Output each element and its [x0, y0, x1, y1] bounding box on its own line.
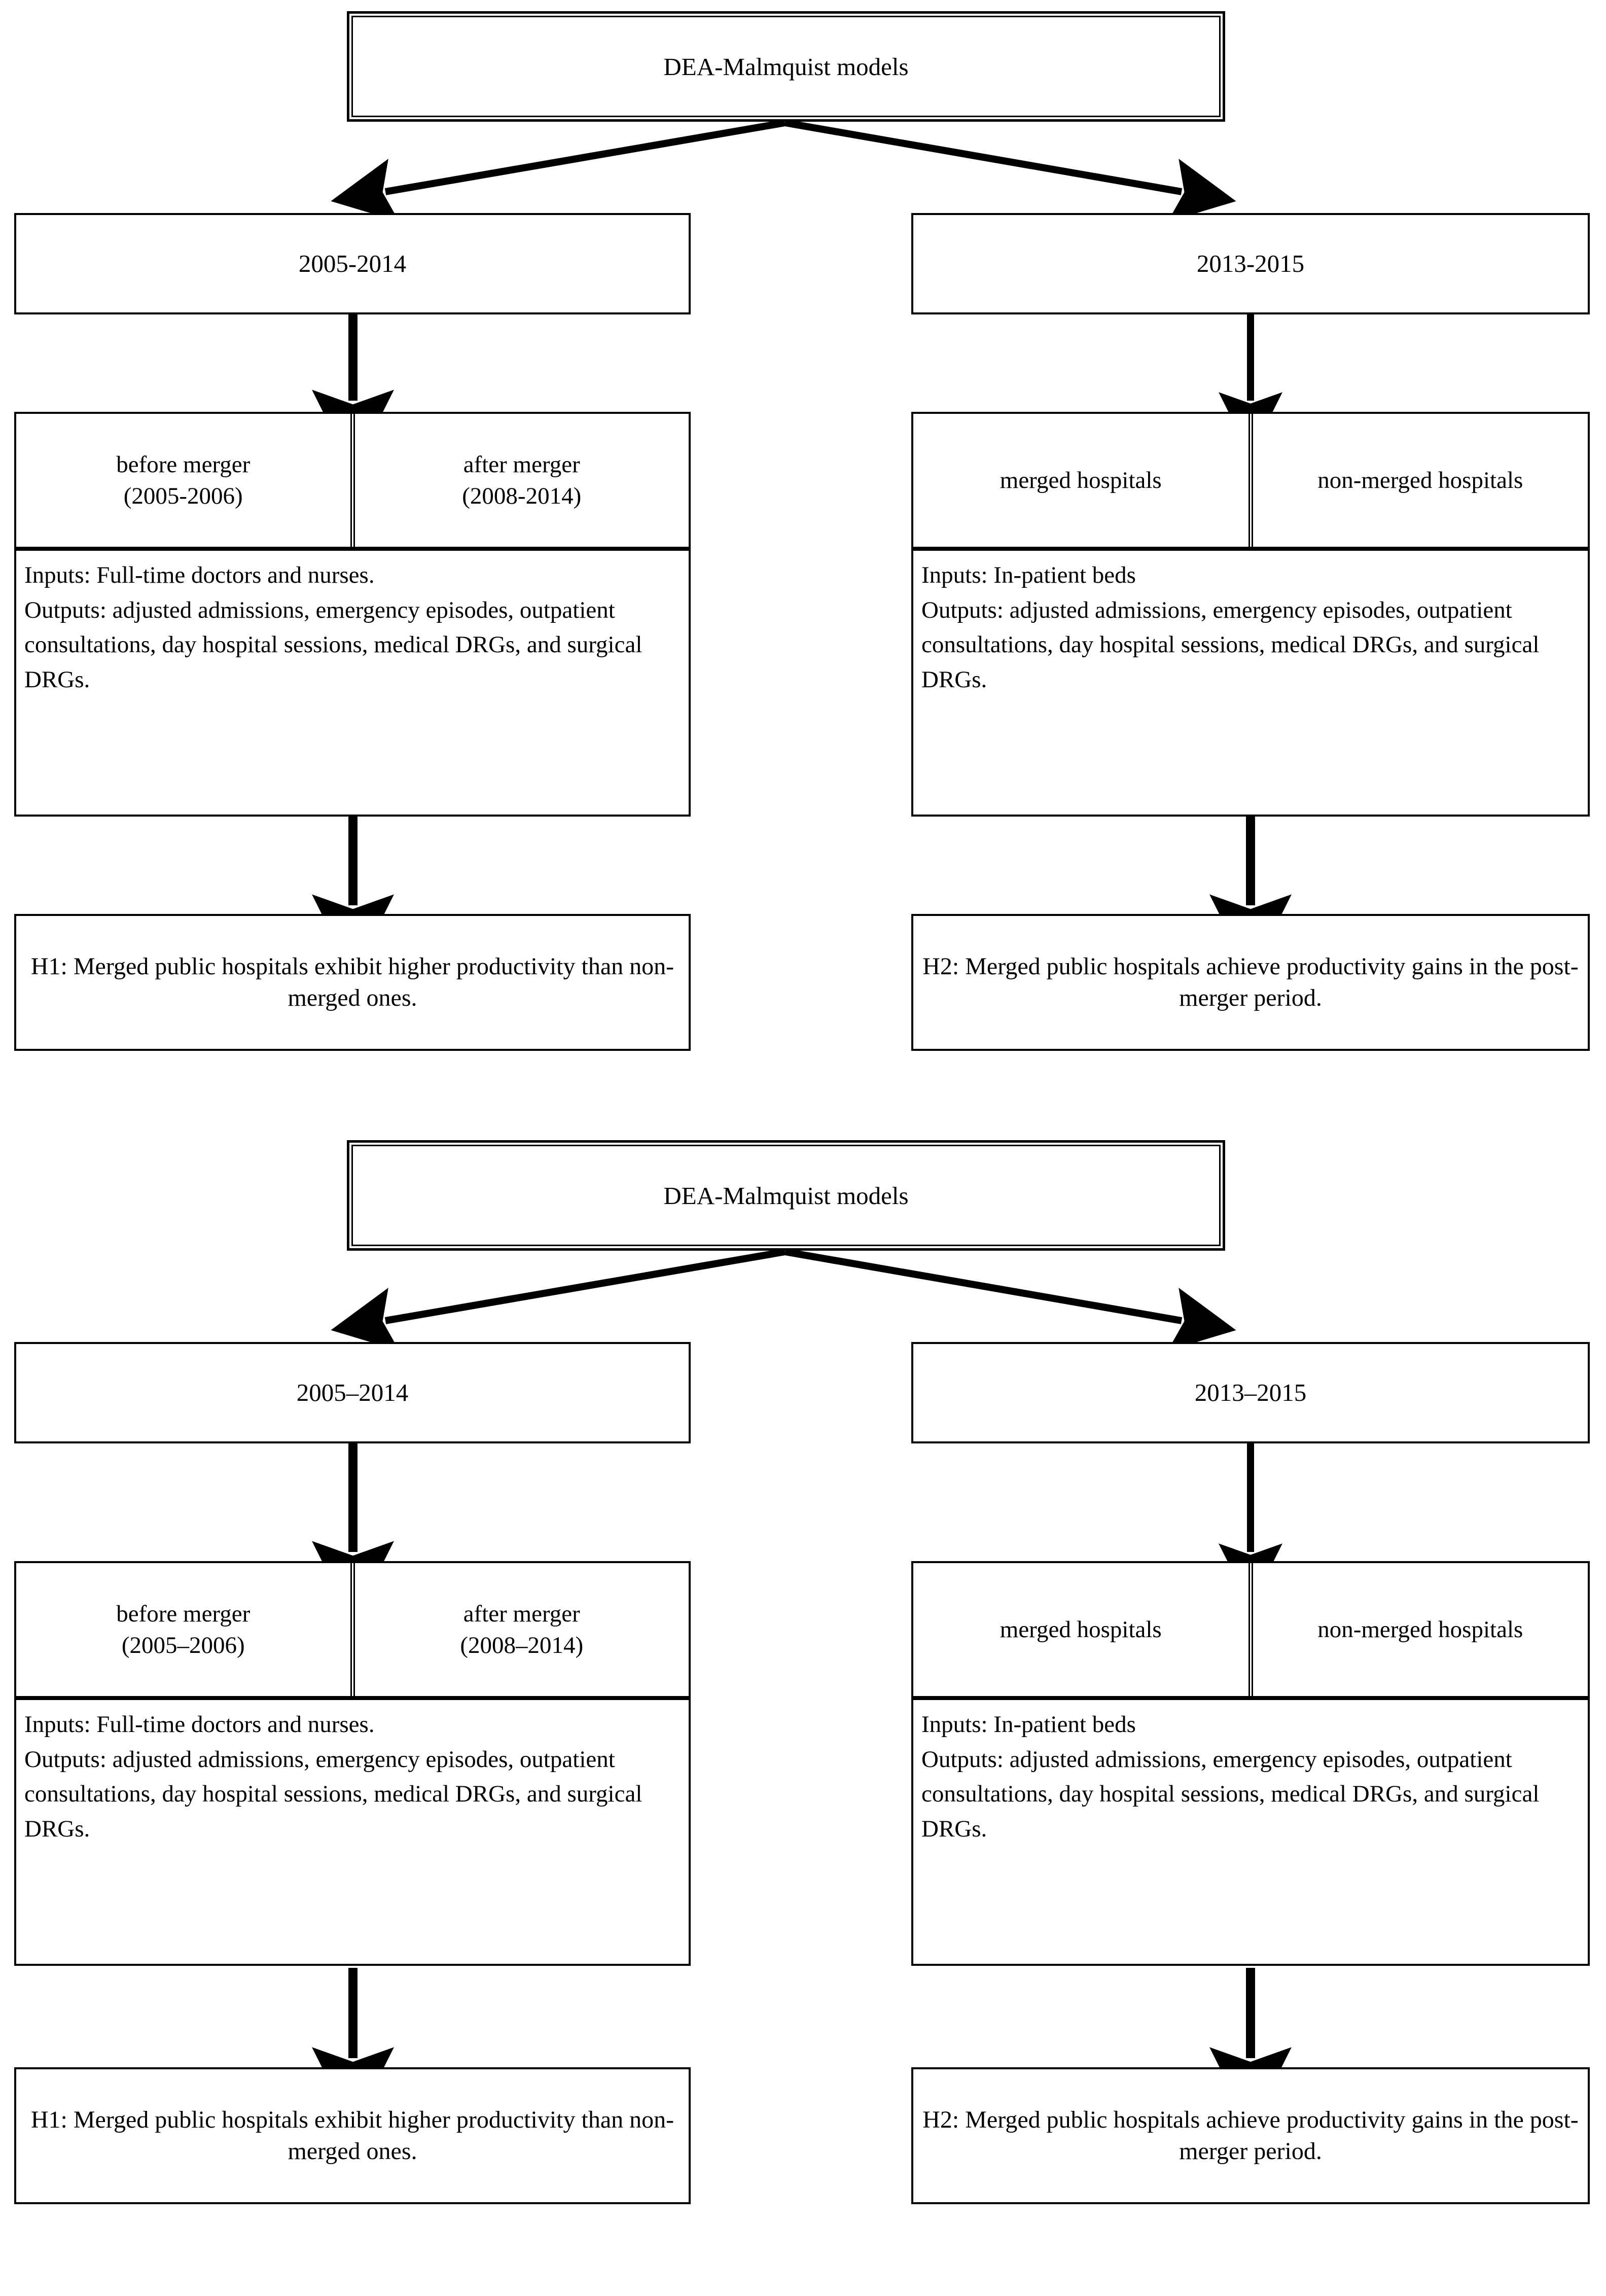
panel-bottom-right-period-box: 2013–2015	[911, 1342, 1590, 1443]
panel-bottom-right-split-right-label: non-merged hospitals	[1317, 1616, 1523, 1643]
panel-bottom-left-period-box: 2005–2014	[14, 1342, 691, 1443]
panel-bottom-right-split-box: merged hospitals non-merged hospitals	[911, 1561, 1590, 1698]
split-arrow-bottom	[331, 1248, 1236, 1351]
panel-bottom-header-label: DEA-Malmquist models	[663, 1181, 909, 1210]
panel-top-right-split-left-label: merged hospitals	[1000, 467, 1162, 493]
panel-bottom-header-box: DEA-Malmquist models	[347, 1140, 1225, 1251]
panel-top-left-hypothesis-label: H1: Merged public hospitals exhibit high…	[30, 952, 674, 1011]
panel-bottom-left-variables-text: Inputs: Full-time doctors and nurses. Ou…	[24, 1711, 643, 1842]
panel-top-left-variables-text: Inputs: Full-time doctors and nurses. Ou…	[24, 562, 643, 693]
split-divider	[1248, 1563, 1253, 1696]
panel-bottom-left-period-label: 2005–2014	[296, 1379, 409, 1407]
panel-top-left-period-label: 2005-2014	[298, 250, 407, 278]
panel-bottom-right-variables-box: Inputs: In-patient beds Outputs: adjuste…	[911, 1698, 1590, 1966]
panel-top-right-split-box: merged hospitals non-merged hospitals	[911, 412, 1590, 549]
panel-top-right-variables-text: Inputs: In-patient beds Outputs: adjuste…	[921, 562, 1540, 693]
panel-bottom-right-hypothesis-label: H2: Merged public hospitals achieve prod…	[922, 2106, 1579, 2165]
panel-bottom-left-split-right-label: after merger (2008–2014)	[460, 1600, 584, 1658]
panel-top-left-period-box: 2005-2014	[14, 213, 691, 314]
panel-top-right-variables-box: Inputs: In-patient beds Outputs: adjuste…	[911, 549, 1590, 817]
panel-top-right-period-box: 2013-2015	[911, 213, 1590, 314]
split-divider	[350, 1563, 355, 1696]
panel-bottom-left-hypothesis-box: H1: Merged public hospitals exhibit high…	[14, 2067, 691, 2204]
panel-bottom-left-variables-box: Inputs: Full-time doctors and nurses. Ou…	[14, 1698, 691, 1966]
panel-bottom-right-split-left-label: merged hospitals	[1000, 1616, 1162, 1643]
panel-bottom-right-hypothesis-box: H2: Merged public hospitals achieve prod…	[911, 2067, 1590, 2204]
panel-top-left-variables-box: Inputs: Full-time doctors and nurses. Ou…	[14, 549, 691, 817]
split-divider	[350, 414, 355, 547]
panel-bottom-right-period-label: 2013–2015	[1194, 1379, 1307, 1407]
panel-top-header-box: DEA-Malmquist models	[347, 11, 1225, 122]
panel-bottom-left-hypothesis-label: H1: Merged public hospitals exhibit high…	[30, 2106, 674, 2165]
panel-top-left-split-right-label: after merger (2008-2014)	[462, 451, 582, 509]
panel-top-left-hypothesis-box: H1: Merged public hospitals exhibit high…	[14, 914, 691, 1051]
panel-top-right-hypothesis-box: H2: Merged public hospitals achieve prod…	[911, 914, 1590, 1051]
panel-top-left-split-box: before merger (2005-2006) after merger (…	[14, 412, 691, 549]
panel-bottom-left-split-left-label: before merger (2005–2006)	[116, 1600, 251, 1658]
panel-bottom-left-split-box: before merger (2005–2006) after merger (…	[14, 1561, 691, 1698]
split-divider	[1248, 414, 1253, 547]
panel-top-right-period-label: 2013-2015	[1196, 250, 1305, 278]
split-arrow-top	[331, 119, 1236, 222]
panel-top-right-hypothesis-label: H2: Merged public hospitals achieve prod…	[922, 952, 1579, 1011]
panel-bottom-right-variables-text: Inputs: In-patient beds Outputs: adjuste…	[921, 1711, 1540, 1842]
panel-top-right-split-right-label: non-merged hospitals	[1317, 467, 1523, 493]
panel-top-left-split-left-label: before merger (2005-2006)	[116, 451, 251, 509]
panel-top-header-label: DEA-Malmquist models	[663, 52, 909, 81]
